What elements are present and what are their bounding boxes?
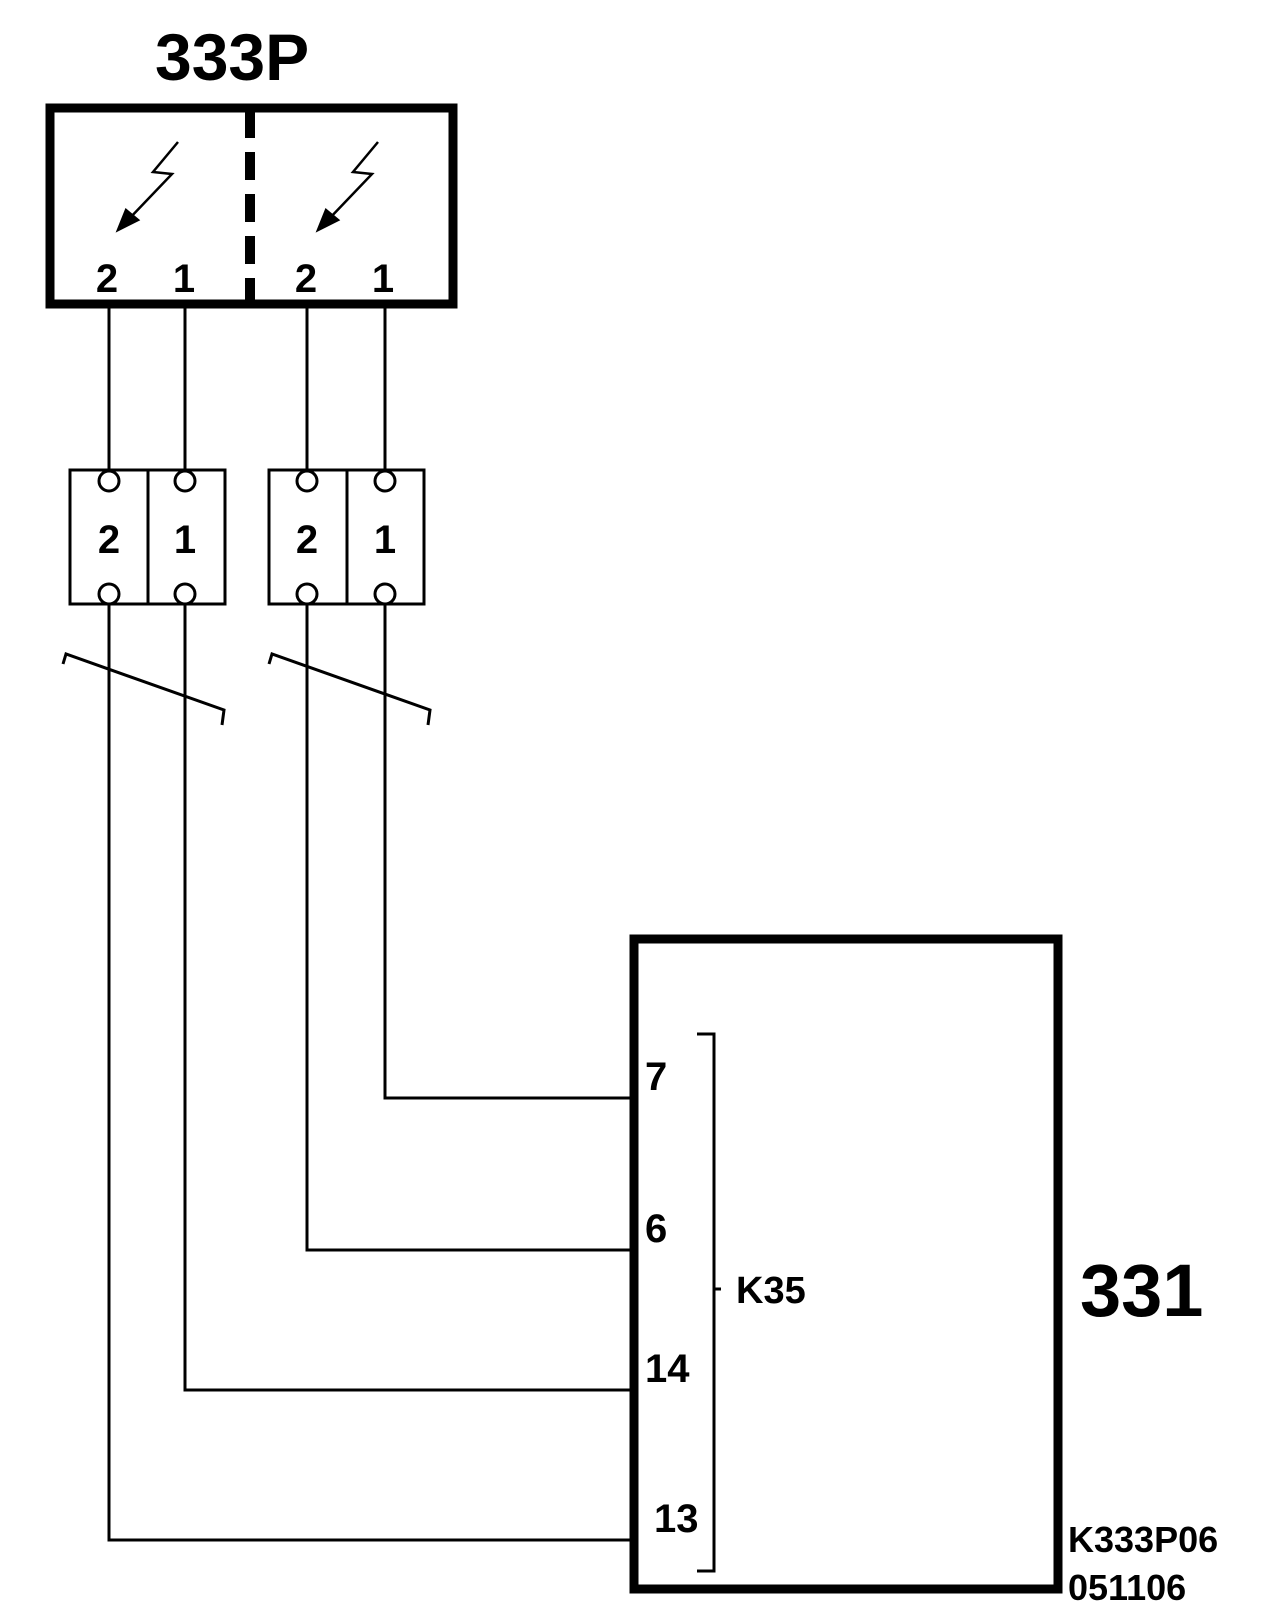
connector-pin-label: 1 bbox=[374, 518, 396, 562]
connector-pin-circles bbox=[97, 469, 397, 606]
component-333p-terminal: 2 bbox=[96, 257, 118, 301]
twisted-pair-marker bbox=[61, 652, 226, 726]
component-331-pin-label: 14 bbox=[645, 1347, 690, 1391]
component-331-pin-label: 7 bbox=[645, 1055, 667, 1099]
wires-lower bbox=[107, 604, 636, 1542]
lightning-arrow-icon bbox=[315, 141, 379, 233]
lightning-arrow-icon bbox=[115, 141, 179, 233]
drawing-code-line2: 051106 bbox=[1068, 1567, 1186, 1608]
connector-pin-label: 2 bbox=[296, 518, 318, 562]
component-331-label: 331 bbox=[1080, 1249, 1203, 1332]
twisted-pair-marker bbox=[267, 652, 432, 726]
connector-pin-label: 2 bbox=[98, 518, 120, 562]
connector-block-left bbox=[68, 468, 227, 606]
component-333p-terminal: 1 bbox=[173, 257, 195, 301]
component-333p-terminal: 1 bbox=[372, 257, 394, 301]
component-333p-box bbox=[45, 103, 458, 309]
connector-k35-label: K35 bbox=[736, 1270, 806, 1312]
connector-pin-label: 1 bbox=[174, 518, 196, 562]
component-331-pin-label: 13 bbox=[654, 1497, 699, 1541]
component-331-pin-label: 6 bbox=[645, 1207, 667, 1251]
component-333p-terminal: 2 bbox=[295, 257, 317, 301]
connector-block-right bbox=[267, 468, 426, 606]
connector-k35-bracket bbox=[697, 1032, 721, 1573]
drawing-code-line1: K333P06 bbox=[1068, 1519, 1218, 1560]
component-333p-label: 333P bbox=[155, 20, 309, 94]
component-331-box bbox=[629, 934, 1063, 1594]
wires-upper bbox=[107, 304, 387, 469]
